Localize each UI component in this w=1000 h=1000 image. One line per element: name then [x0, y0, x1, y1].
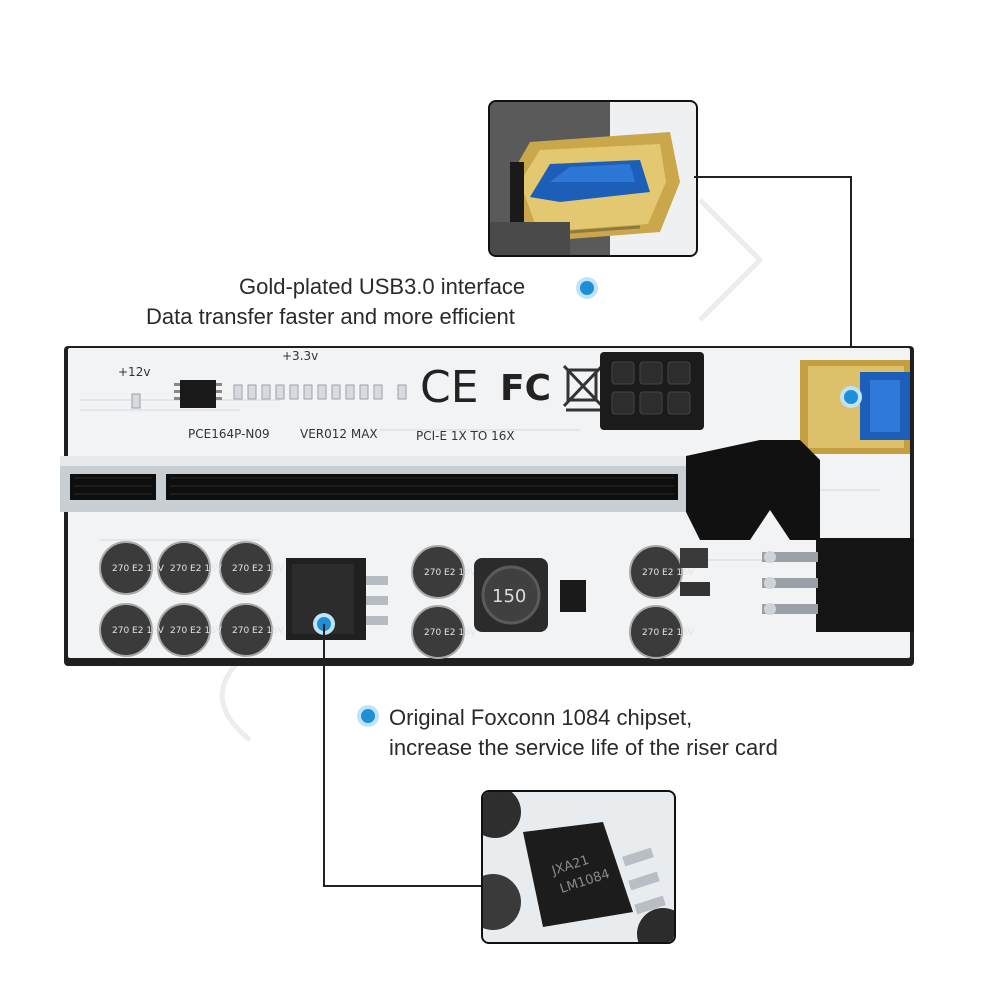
- chipset-closeup: JXA21 LM1084: [481, 790, 676, 944]
- svg-text:270 E2 16V: 270 E2 16V: [642, 568, 695, 578]
- callout-usb-title: Gold-plated USB3.0 interface: [239, 274, 526, 299]
- svg-text:270 E2 16V: 270 E2 16V: [170, 564, 223, 574]
- svg-text:270 E2 16V: 270 E2 16V: [232, 626, 285, 636]
- svg-text:270 E2 16V: 270 E2 16V: [424, 628, 477, 638]
- svg-text:+3.3v: +3.3v: [282, 349, 318, 363]
- svg-text:270 E2 16V: 270 E2 16V: [112, 626, 165, 636]
- callout-usb-dot: [580, 281, 594, 295]
- svg-text:CE: CE: [420, 362, 479, 413]
- svg-text:270 E2 16V: 270 E2 16V: [424, 568, 477, 578]
- svg-text:PCI-E 1X TO 16X: PCI-E 1X TO 16X: [416, 429, 515, 443]
- svg-text:270 E2 16V: 270 E2 16V: [112, 564, 165, 574]
- callout-chipset-subtitle: increase the service life of the riser c…: [389, 735, 778, 760]
- callout-chipset-dot: [361, 709, 375, 723]
- svg-text:270 E2 16V: 270 E2 16V: [232, 564, 285, 574]
- svg-text:+12v: +12v: [118, 365, 150, 379]
- svg-text:VER012 MAX: VER012 MAX: [300, 427, 378, 441]
- callout-usb-subtitle: Data transfer faster and more efficient: [146, 304, 515, 329]
- svg-text:PCE164P-N09: PCE164P-N09: [188, 427, 270, 441]
- svg-text:270 E2 16V: 270 E2 16V: [642, 628, 695, 638]
- svg-text:270 E2 16V: 270 E2 16V: [170, 626, 223, 636]
- usb-port-closeup: [488, 100, 698, 257]
- svg-text:FC: FC: [500, 368, 551, 409]
- usb-port-marker-dot: [844, 390, 858, 404]
- riser-board: CE FC: [60, 346, 914, 666]
- svg-text:150: 150: [492, 586, 526, 607]
- callout-chipset-title: Original Foxconn 1084 chipset,: [389, 705, 693, 730]
